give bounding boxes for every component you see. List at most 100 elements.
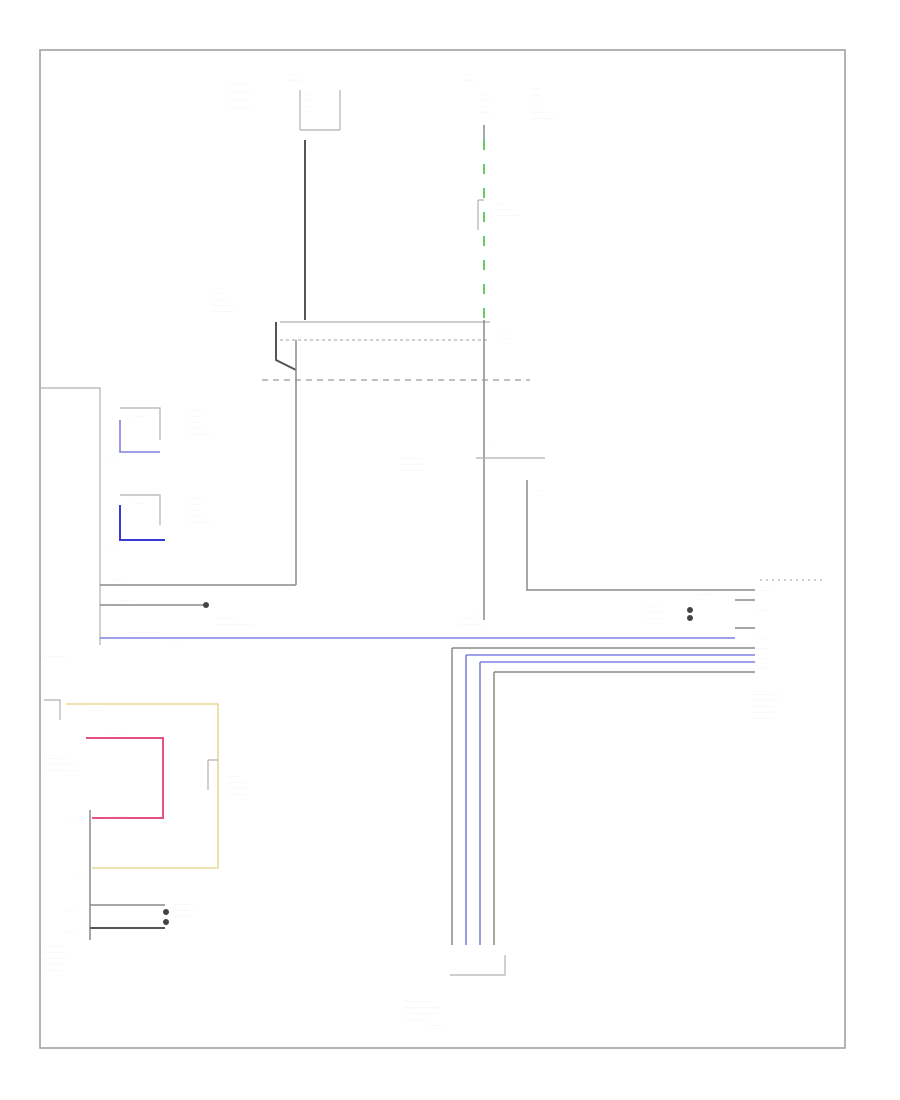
svg-text:· · ·: · · · xyxy=(305,105,310,109)
svg-text:· · · ·: · · · · xyxy=(758,667,766,671)
diagram-frame xyxy=(39,49,846,1049)
svg-text:· · ·: · · · xyxy=(502,331,507,335)
svg-text:· · · · · · · · · ·: · · · · · · · · · · xyxy=(228,781,248,785)
svg-text:· · · · · · · · · ·: · · · · · · · · · · xyxy=(190,521,210,525)
svg-text:· · · · · · ·: · · · · · · · xyxy=(430,1024,444,1028)
svg-text:· · · · ·: · · · · · xyxy=(115,579,125,583)
svg-text:· · · ·: · · · · xyxy=(66,909,74,913)
svg-text:· · ·: · · · xyxy=(482,105,487,109)
svg-text:· · · ·: · · · · xyxy=(190,421,198,425)
svg-text:· · · · · · · · · · ·: · · · · · · · · · · · xyxy=(752,705,775,709)
svg-text:· · · · · · · · · · ·: · · · · · · · · · · · xyxy=(400,469,423,473)
svg-text:· · · · · · · · · · · · · · ·: · · · · · · · · · · · · · · · · · xyxy=(216,623,252,627)
svg-text:· · · · · · · · · · ·: · · · · · · · · · · · xyxy=(460,623,483,627)
svg-text:· · · · · · ·: · · · · · · · xyxy=(190,515,204,519)
svg-text:· · ·: · · · xyxy=(532,99,537,103)
svg-text:· · · ·: · · · · xyxy=(305,99,313,103)
svg-text:· · · · · · · · · · ·: · · · · · · · · · · · xyxy=(212,310,235,314)
svg-text:· · · · · · · · · · · · · ·: · · · · · · · · · · · · · · xyxy=(405,1000,434,1004)
svg-text:· · · · · · · · · · · · · · ·: · · · · · · · · · · · · · · · xyxy=(44,763,75,767)
svg-text:· · · ·: · · · · xyxy=(290,73,298,77)
svg-text:· · · · · · ·: · · · · · · · xyxy=(110,733,124,737)
svg-text:·: · xyxy=(478,609,479,613)
svg-text:· · · · · · ·: · · · · · · · xyxy=(190,497,204,501)
svg-text:· · · · · · · · · · · · · · ·: · · · · · · · · · · · · · · · · xyxy=(44,769,77,773)
svg-text:· · · ·: · · · · xyxy=(502,337,510,341)
svg-text:· · · ·: · · · · xyxy=(758,647,766,651)
svg-text:· · · · · · · · ·: · · · · · · · · · xyxy=(645,611,663,615)
relay-block: · · · · · · · · · · · · · · · · · · · · … xyxy=(212,292,530,620)
svg-text:· · · · ·: · · · · · xyxy=(228,775,238,779)
svg-text:· · · · · · ·: · · · · · · · xyxy=(460,617,474,621)
svg-text:· · · · · ·: · · · · · · xyxy=(758,589,770,593)
fuse-center: · · · · · · · · · · · · · · · · · · · · … xyxy=(465,73,555,320)
svg-text:· · · · · · · · · · · · ·: · · · · · · · · · · · · · xyxy=(130,631,157,635)
svg-text:· · · · ·: · · · · · xyxy=(758,609,768,613)
svg-text:· ·: · · xyxy=(78,875,81,879)
svg-text:· · ·: · · · xyxy=(305,93,310,97)
svg-text:· · · · · · · · ·: · · · · · · · · · xyxy=(216,617,234,621)
svg-text:· · · · · · · · ·: · · · · · · · · · xyxy=(228,83,246,87)
svg-text:· · · ·: · · · · xyxy=(135,415,143,419)
svg-text:· · · · · · · ·: · · · · · · · · xyxy=(110,815,126,819)
svg-text:· · · · · · · ·: · · · · · · · · xyxy=(118,599,134,603)
svg-text:· · ·: · · · xyxy=(175,645,180,649)
svg-text:· · · · · · · · ·: · · · · · · · · · xyxy=(175,909,193,913)
svg-text:· · · · · · ·: · · · · · · · xyxy=(496,208,510,212)
svg-text:·: · xyxy=(490,439,491,443)
junction-connector: · · · · · · · · · · · · · · · · · · · · … xyxy=(400,439,755,627)
svg-text:· · · · · · ·: · · · · · · · xyxy=(190,409,204,413)
svg-text:· · · · · · ·: · · · · · · · xyxy=(645,605,659,609)
svg-text:· · · · · · · · ·: · · · · · · · · · xyxy=(228,793,246,797)
svg-text:· · · · · · ·: · · · · · · · xyxy=(698,593,712,597)
svg-text:· · · · · · · · · · ·: · · · · · · · · · · · xyxy=(532,117,555,121)
svg-text:· · · · · · · · · · ·: · · · · · · · · · · · xyxy=(228,91,251,95)
svg-text:· · ·: · · · xyxy=(482,93,487,97)
svg-text:· · · ·: · · · · xyxy=(135,502,143,506)
svg-text:· · · · · · · · · · · ·: · · · · · · · · · · · · xyxy=(752,693,777,697)
svg-text:· · ·: · · · xyxy=(70,821,75,825)
svg-text:·: · xyxy=(308,145,309,149)
svg-text:· · · · · · · · · · ·: · · · · · · · · · · · xyxy=(400,463,423,467)
sensor-wires: · · · · · · · · · · · · · · · · · · · · … xyxy=(405,648,506,1028)
svg-text:· · · · ·: · · · · · xyxy=(290,79,300,83)
fuse-left: · · · · · · · · · · · · · · · · · · · · … xyxy=(228,73,341,320)
left-ecu: · · · · · · · · · · · · · · · · · · · · … xyxy=(40,387,296,659)
svg-text:· · · · · · · · · · · · · · ·: · · · · · · · · · · · · · · · · · xyxy=(405,1006,441,1010)
lower-left-ecu: · · · · · · · · · · · · · · · · · · · · … xyxy=(44,699,248,973)
svg-text:· · · · · · · · ·: · · · · · · · · · xyxy=(44,969,62,973)
right-connector: · · · · · · · · · · · · · · · · · · · · … xyxy=(452,579,825,721)
svg-text:· · · · · · · · · · ·: · · · · · · · · · · · xyxy=(44,951,67,955)
svg-text:· · ·: · · · xyxy=(538,489,543,493)
svg-text:· · · · · · · · · ·: · · · · · · · · · · xyxy=(44,963,64,967)
svg-text:· · · ·: · · · · xyxy=(482,99,490,103)
svg-text:· · · · · · · ·: · · · · · · · · xyxy=(645,617,661,621)
svg-text:· · · · · · · · · · ·: · · · · · · · · · · · xyxy=(228,107,251,111)
svg-text:· · · ·: · · · · xyxy=(66,931,74,935)
svg-text:· · · ·: · · · · xyxy=(465,73,473,77)
svg-text:· · · · · · · · · · ·: · · · · · · · · · · · xyxy=(400,457,423,461)
svg-text:· · · ·: · · · · xyxy=(92,709,100,713)
svg-text:· · · · ·: · · · · · xyxy=(190,503,200,507)
svg-text:· · · · · · · · · · ·: · · · · · · · · · · · xyxy=(496,214,519,218)
svg-text:· · · · ·: · · · · · xyxy=(465,79,475,83)
svg-text:· · · · ·: · · · · · xyxy=(212,292,222,296)
svg-text:· · · ·: · · · · xyxy=(496,202,504,206)
svg-text:· · · · · · ·: · · · · · · · xyxy=(175,915,189,919)
svg-text:· · · · · · ·: · · · · · · · xyxy=(175,903,189,907)
svg-text:· · · · · · · · · · ·: · · · · · · · · · · · xyxy=(752,711,775,715)
svg-text:· · · · · · · · · ·: · · · · · · · · · · xyxy=(190,433,210,437)
svg-text:· · · · · · ·: · · · · · · · xyxy=(190,427,204,431)
svg-text:· · · · · · · · · · · ·: · · · · · · · · · · · · xyxy=(44,757,69,761)
svg-text:· · · ·: · · · · xyxy=(758,637,766,641)
svg-text:· · · · · · · ·: · · · · · · · · xyxy=(212,304,228,308)
svg-text:· · · ·: · · · · xyxy=(482,111,490,115)
svg-text:· · · · · · · · · ·: · · · · · · · · · · xyxy=(752,717,772,721)
svg-text:· · · · · · · · · ·: · · · · · · · · · · xyxy=(228,787,248,791)
svg-text:· · · · · · ·: · · · · · · · xyxy=(212,298,226,302)
svg-text:· · · ·: · · · · xyxy=(190,509,198,513)
svg-text:· · · · · · · · · · ·: · · · · · · · · · · · xyxy=(44,655,67,659)
svg-text:· · · · · · ·: · · · · · · · xyxy=(532,111,546,115)
svg-text:· · · ·: · · · · xyxy=(532,105,540,109)
